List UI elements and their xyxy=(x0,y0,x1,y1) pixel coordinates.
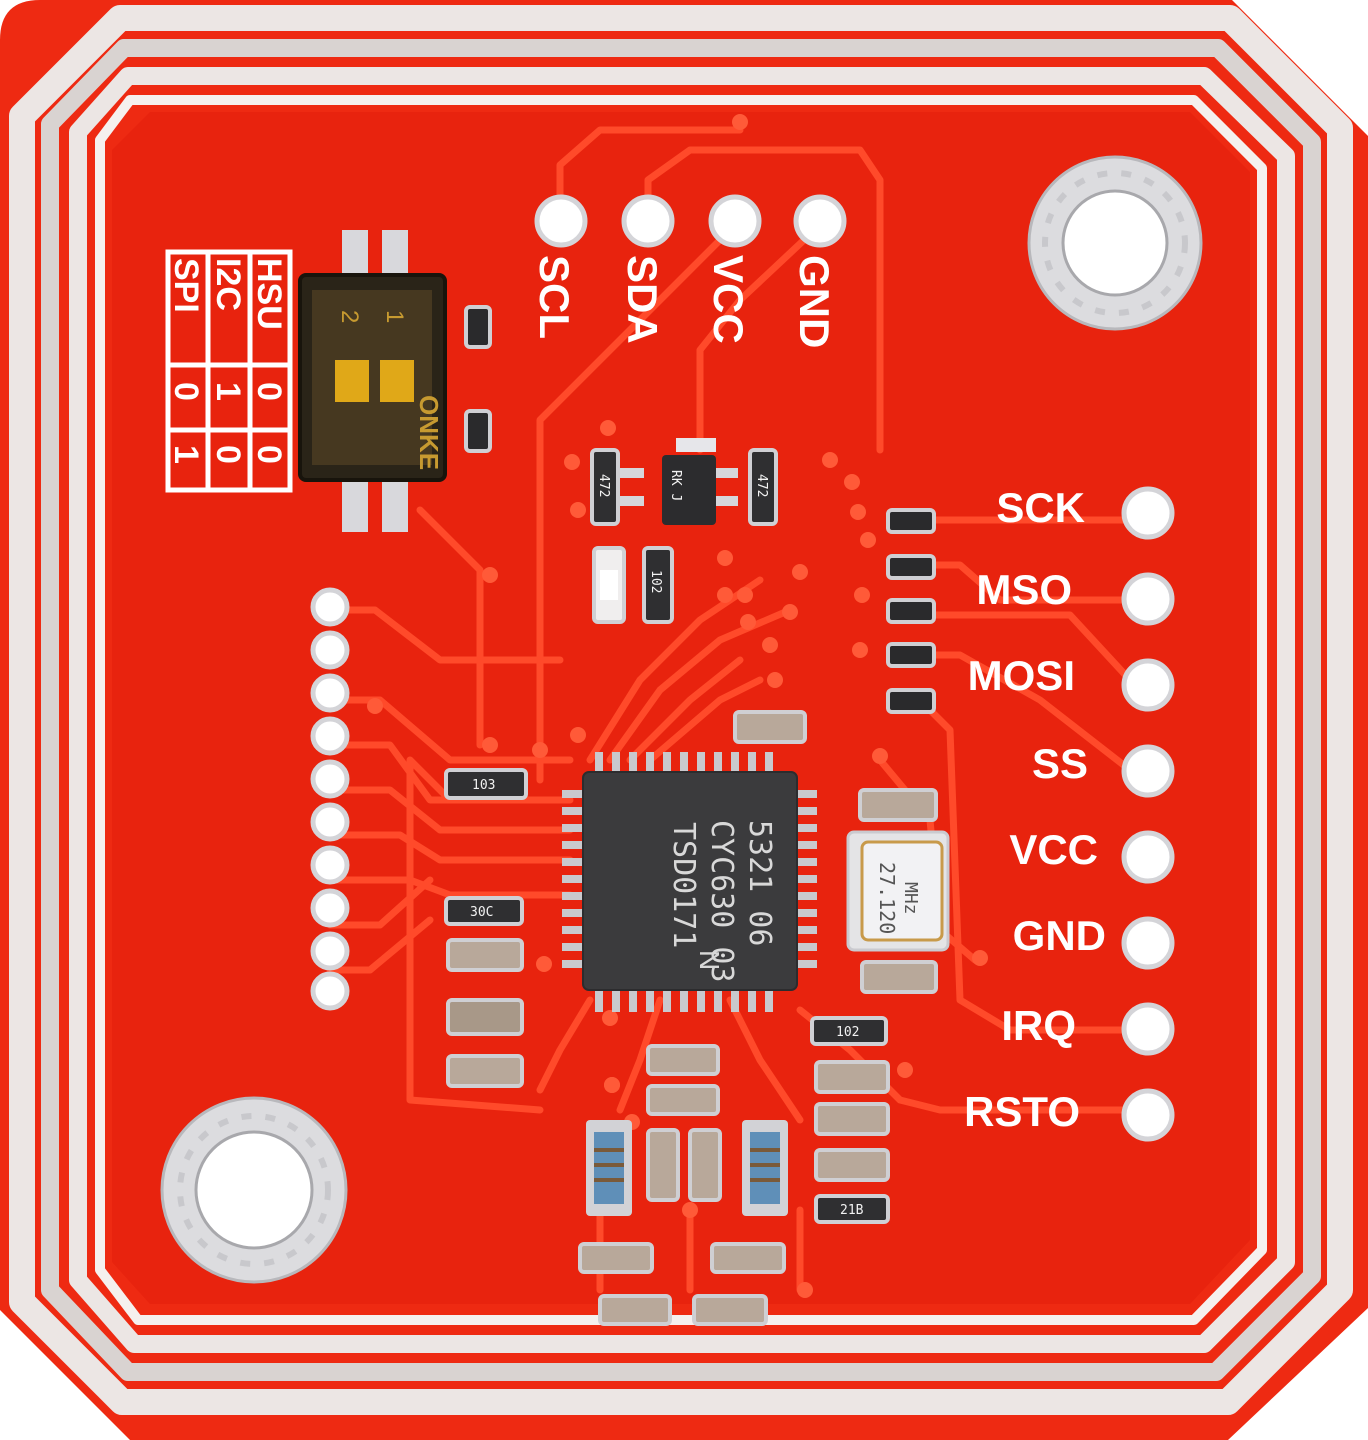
mode-label-spi: SPI xyxy=(167,258,205,313)
resistor-21b: 21B xyxy=(814,1194,890,1224)
mode-table: HSU I2C SPI 0 0 1 0 0 1 xyxy=(165,249,293,493)
resistor-102-b: 102 xyxy=(810,1016,888,1046)
svg-text:472: 472 xyxy=(754,474,769,497)
mounting-hole-top-right xyxy=(1027,155,1203,331)
n-icon: N xyxy=(694,950,725,970)
top-pin-scl[interactable] xyxy=(534,194,588,248)
resistor-103: 103 xyxy=(444,768,528,800)
dip-brand: ONKE xyxy=(414,395,444,470)
right-header: SCK MSO MOSI SS VCC GND IRQ RSTO xyxy=(964,484,1175,1142)
right-pin-label-mso: MSO xyxy=(976,566,1072,613)
right-pin-label-vcc: VCC xyxy=(1009,826,1098,873)
mounting-hole-bottom-left xyxy=(160,1096,348,1284)
top-pin-label-gnd: GND xyxy=(791,255,838,348)
right-pin-sck[interactable] xyxy=(1121,486,1175,540)
crystal: 27.120 MHz xyxy=(846,830,950,952)
spi-resistors xyxy=(886,508,936,714)
top-header: SCL SDA VCC GND xyxy=(531,194,847,348)
crystal-line-2: MHz xyxy=(900,882,921,915)
right-pin-label-mosi: MOSI xyxy=(968,652,1075,699)
resistor-30c: 30C xyxy=(444,896,524,926)
right-pin-mosi[interactable] xyxy=(1121,658,1175,712)
right-pin-gnd[interactable] xyxy=(1121,916,1175,970)
crystal-line-1: 27.120 xyxy=(875,862,899,934)
mode-i2c-2: 0 xyxy=(209,445,247,464)
top-pin-gnd[interactable] xyxy=(793,194,847,248)
dip-switch-2[interactable] xyxy=(335,360,369,402)
right-pin-label-irq: IRQ xyxy=(1001,1002,1076,1049)
dip-number-2: 2 xyxy=(336,310,363,323)
dip-side-parts xyxy=(464,305,492,453)
right-pin-label-ss: SS xyxy=(1032,740,1088,787)
resistor-102-a: 102 xyxy=(642,546,674,624)
right-pin-rsto[interactable] xyxy=(1121,1088,1175,1142)
svg-text:102: 102 xyxy=(648,570,663,593)
mode-spi-2: 1 xyxy=(167,445,205,464)
inductors xyxy=(586,1120,788,1216)
mode-label-i2c: I2C xyxy=(209,258,247,311)
dip-switch-1[interactable] xyxy=(380,360,414,402)
mode-label-hsu: HSU xyxy=(250,258,288,330)
resistor-472-a: 472 xyxy=(590,448,620,526)
mode-spi-1: 0 xyxy=(167,382,205,401)
right-pin-ss[interactable] xyxy=(1121,744,1175,798)
right-pin-vcc[interactable] xyxy=(1121,830,1175,884)
right-pin-label-sck: SCK xyxy=(996,484,1085,531)
top-pin-sda[interactable] xyxy=(621,194,675,248)
svg-text:30C: 30C xyxy=(470,905,493,920)
right-pin-mso[interactable] xyxy=(1121,572,1175,626)
left-header xyxy=(310,587,350,1011)
capacitors xyxy=(446,710,938,1326)
top-pin-label-scl: SCL xyxy=(531,255,578,339)
chip-line-1: 5321 06 xyxy=(742,820,777,946)
transistor: RK J xyxy=(620,438,738,525)
mode-i2c-1: 1 xyxy=(209,382,247,401)
svg-text:102: 102 xyxy=(836,1025,859,1040)
resistor-472-b: 472 xyxy=(748,448,778,526)
chip-line-3: TSD0171 xyxy=(666,822,701,948)
svg-text:RK J: RK J xyxy=(668,470,683,501)
top-pin-label-vcc: VCC xyxy=(705,255,752,344)
right-pin-label-gnd: GND xyxy=(1013,912,1106,959)
mode-hsu-2: 0 xyxy=(250,445,288,464)
svg-text:21B: 21B xyxy=(840,1203,864,1218)
mode-hsu-1: 0 xyxy=(250,382,288,401)
led xyxy=(592,546,626,624)
chip-line-2: CYC630 03 xyxy=(704,820,739,983)
resistors-coded: 472 472 102 102 103 30C 21B xyxy=(444,448,890,1224)
top-pin-vcc[interactable] xyxy=(708,194,762,248)
right-pin-label-rsto: RSTO xyxy=(964,1088,1080,1135)
dip-number-1: 1 xyxy=(381,310,408,323)
vias xyxy=(367,114,988,1298)
svg-text:472: 472 xyxy=(596,474,611,497)
main-chip: 5321 06 CYC630 03 TSD0171 N xyxy=(562,752,817,1012)
right-pin-irq[interactable] xyxy=(1121,1002,1175,1056)
dip-switch[interactable]: 1 2 ONKE xyxy=(298,230,447,532)
antenna-coil xyxy=(9,5,1353,1415)
top-pin-label-sda: SDA xyxy=(619,255,666,344)
svg-text:103: 103 xyxy=(472,778,495,793)
